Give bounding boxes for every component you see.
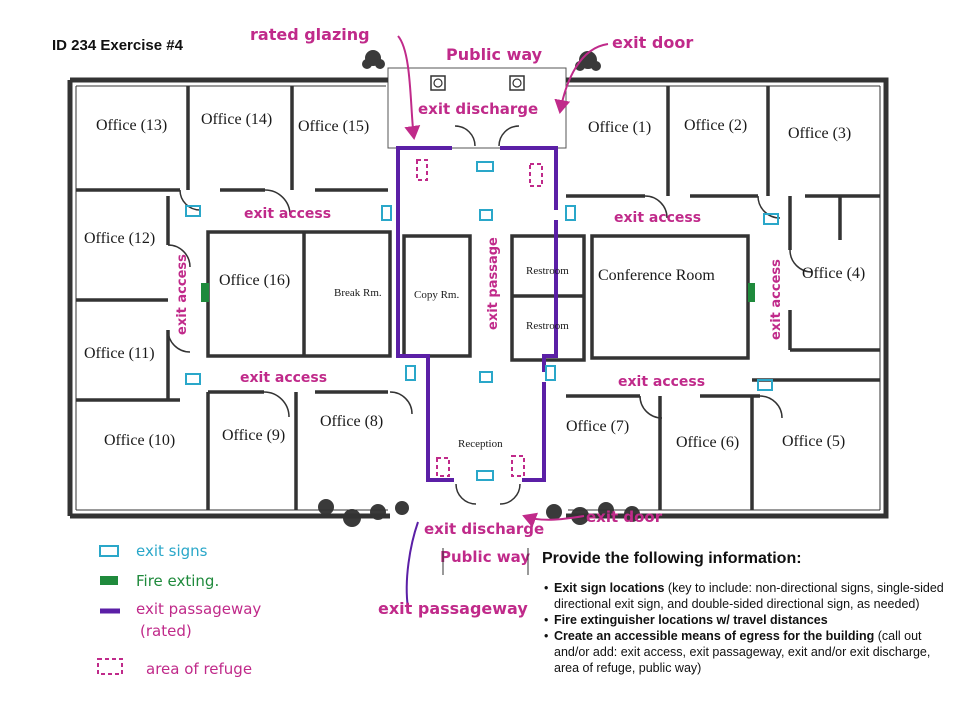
area-of-refuge-icon [416, 159, 543, 477]
room-office-10: Office (10) [104, 432, 175, 449]
room-office-16: Office (16) [219, 272, 290, 289]
room-office-6: Office (6) [676, 434, 739, 451]
room-office-9: Office (9) [222, 427, 285, 444]
room-office-14: Office (14) [201, 111, 272, 128]
annotation-exit-access-right-vertical: exit access [769, 259, 784, 340]
annotation-exit-passageway-bottom: exit passageway [378, 599, 528, 618]
room-office-1: Office (1) [588, 119, 651, 136]
instruction-1-bold: Exit sign locations [554, 581, 665, 595]
fire-extinguisher-icon [201, 283, 755, 302]
room-office-8: Office (8) [320, 413, 383, 430]
room-office-13: Office (13) [96, 117, 167, 134]
legend-fire-extinguisher-icon [100, 576, 118, 585]
annotation-exit-access-left-vertical: exit access [175, 254, 190, 335]
legend-fire-exting: Fire exting. [136, 572, 219, 590]
page-title: ID 234 Exercise #4 [52, 37, 184, 54]
room-restroom-lower: Restroom [526, 320, 569, 332]
instruction-3-bold: Create an accessible means of egress for… [554, 629, 875, 643]
annotation-exit-discharge-top: exit discharge [418, 100, 538, 118]
instruction-item-2: Fire extinguisher locations w/ travel di… [544, 612, 950, 628]
room-office-5: Office (5) [782, 433, 845, 450]
legend-area-of-refuge: area of refuge [146, 660, 252, 678]
legend-exit-passageway: exit passageway [136, 600, 261, 618]
annotation-public-way-bottom: Public way [440, 548, 530, 566]
instruction-3-text: (call out and/or add: exit access, exit … [554, 629, 931, 675]
legend-exit-passageway-rated: (rated) [140, 622, 192, 640]
room-office-12: Office (12) [84, 230, 155, 247]
annotation-exit-door-top: exit door [612, 33, 693, 52]
exterior-wall [70, 77, 889, 519]
instruction-1-text: (key to include: non-directional signs, … [554, 581, 944, 611]
room-conference: Conference Room [598, 267, 715, 284]
room-reception: Reception [458, 438, 503, 450]
annotation-exit-access-bottom-left: exit access [240, 370, 327, 386]
instruction-2-bold: Fire extinguisher locations w/ travel di… [554, 613, 828, 627]
bollard-right [509, 75, 525, 91]
room-office-3: Office (3) [788, 125, 851, 142]
annotation-exit-access-bottom-right: exit access [618, 374, 705, 390]
instructions-heading: Provide the following information: [542, 550, 802, 567]
annotation-public-way-top: Public way [446, 45, 543, 64]
annotation-exit-discharge-bottom: exit discharge [424, 520, 544, 538]
room-office-2: Office (2) [684, 117, 747, 134]
annotation-exit-door-bottom: exit door [586, 508, 663, 526]
instructions-panel: Provide the following information: Exit … [542, 550, 950, 676]
legend: exit signs Fire exting. exit passageway … [97, 542, 261, 678]
exit-sign-icon [185, 161, 779, 481]
annotation-rated-glazing: rated glazing [250, 25, 370, 44]
instruction-item-1: Exit sign locations (key to include: non… [544, 580, 950, 612]
room-break: Break Rm. [334, 287, 382, 299]
annotation-exit-access-top-left: exit access [244, 206, 331, 222]
room-copy: Copy Rm. [414, 289, 459, 301]
instructions-list: Exit sign locations (key to include: non… [542, 580, 950, 676]
bollard-left [430, 75, 446, 91]
door-swings [167, 125, 813, 505]
legend-area-of-refuge-icon [97, 658, 123, 675]
room-office-11: Office (11) [84, 345, 155, 362]
room-office-15: Office (15) [298, 118, 369, 135]
instruction-item-3: Create an accessible means of egress for… [544, 628, 950, 676]
room-office-7: Office (7) [566, 418, 629, 435]
annotation-exit-passage-vertical: exit passage [486, 237, 501, 330]
legend-exit-sign-icon [99, 545, 119, 557]
legend-exit-signs: exit signs [136, 542, 208, 560]
room-restroom-upper: Restroom [526, 265, 569, 277]
exit-passageway-outline [396, 146, 558, 482]
annotation-exit-access-top-right: exit access [614, 210, 701, 226]
room-office-4: Office (4) [802, 265, 865, 282]
